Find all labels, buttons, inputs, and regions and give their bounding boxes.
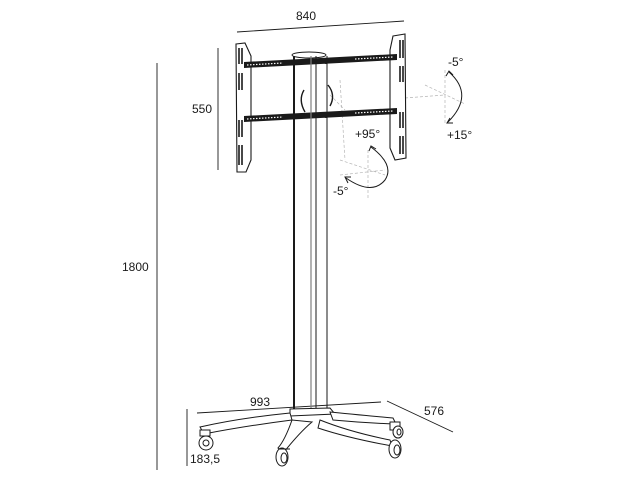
base-width-label: 993 bbox=[250, 395, 271, 409]
mounting-rails bbox=[244, 54, 397, 122]
swivel-arrow bbox=[344, 145, 389, 188]
caster-left bbox=[198, 435, 214, 451]
total-height-label: 1800 bbox=[122, 260, 149, 274]
construction-lines bbox=[329, 70, 466, 200]
swivel-minus-label: -5° bbox=[333, 184, 349, 198]
caster-front bbox=[275, 447, 290, 467]
tilt-down-label: +15° bbox=[447, 128, 473, 142]
dimension-lines bbox=[156, 20, 454, 470]
center-column bbox=[291, 51, 334, 410]
base-depth-label: 576 bbox=[424, 404, 445, 418]
caster-right-back bbox=[392, 425, 404, 439]
casters bbox=[198, 425, 404, 467]
bracket-height-label: 550 bbox=[192, 102, 213, 116]
left-mount-arm bbox=[235, 42, 252, 173]
caster-right-front bbox=[388, 439, 402, 459]
tilt-arrow bbox=[445, 70, 463, 124]
base bbox=[199, 407, 401, 453]
caster-height-label: 183,5 bbox=[190, 452, 221, 466]
right-mount-arm bbox=[389, 33, 407, 161]
bracket-width-label: 840 bbox=[296, 9, 317, 23]
swivel-plus-label: +95° bbox=[355, 127, 381, 141]
tilt-up-label: -5° bbox=[448, 55, 464, 69]
